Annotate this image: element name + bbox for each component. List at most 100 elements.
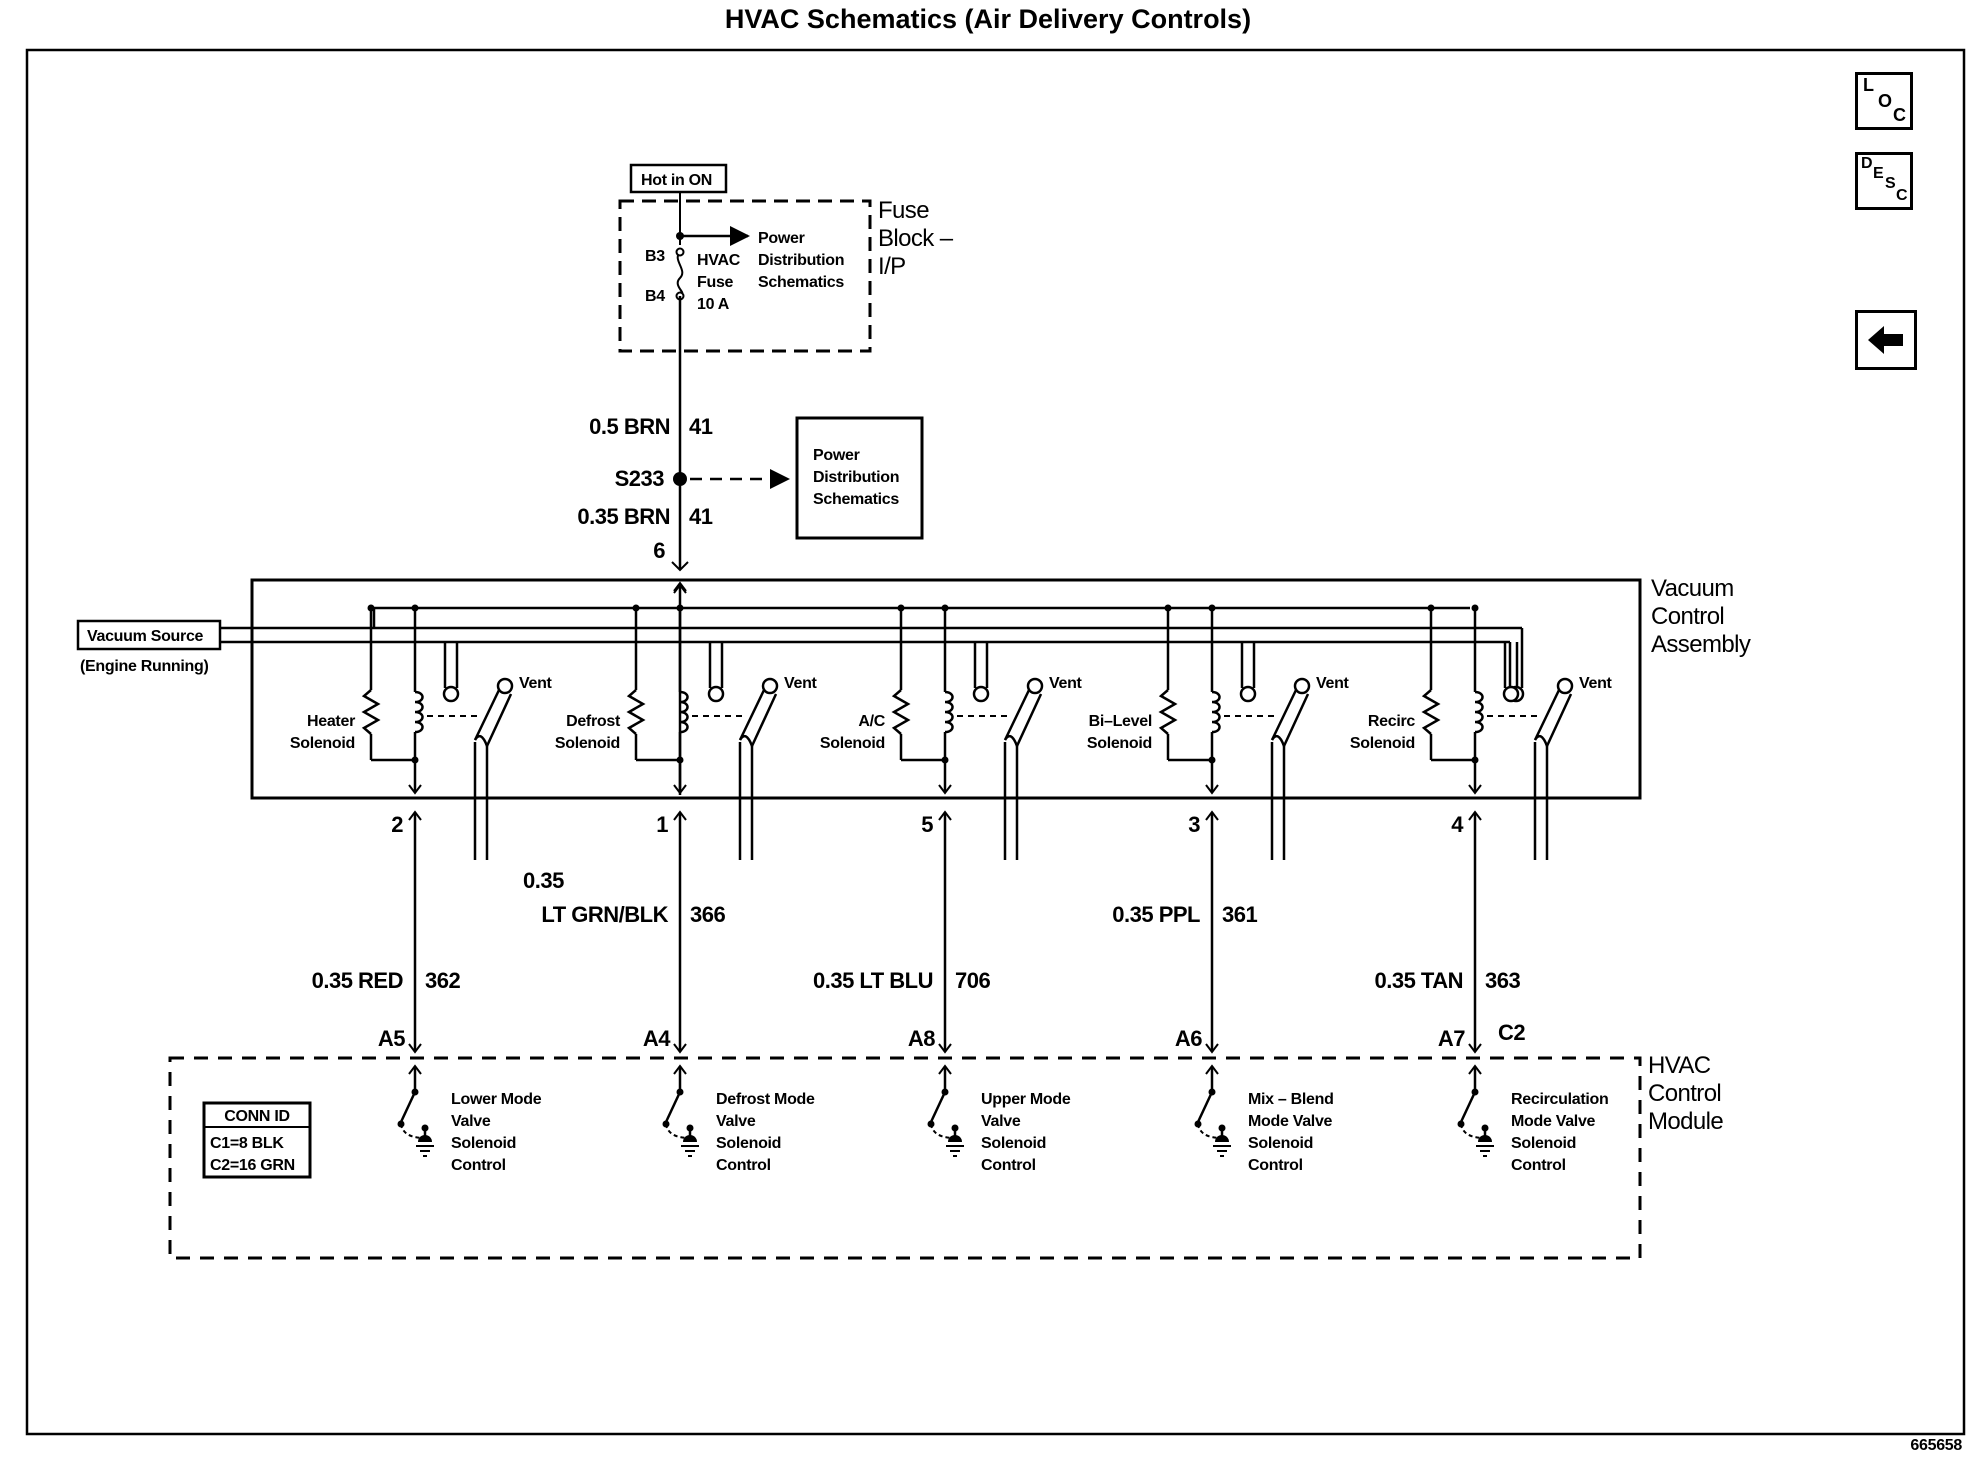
circuit-number: 706 (955, 968, 990, 993)
solenoid-label: Solenoid (555, 735, 620, 752)
circuit-number: 41 (689, 414, 713, 439)
solenoid-label: Solenoid (290, 735, 355, 752)
terminal-b4: B4 (645, 288, 665, 305)
power-distribution-box-text: Schematics (813, 491, 899, 508)
vacuum-source-note: (Engine Running) (80, 658, 209, 675)
vacuum-source-box (76, 619, 222, 651)
desc-button[interactable]: D E S C (1855, 152, 1913, 210)
valve-pivot (738, 734, 754, 747)
connector-pin: 2 (391, 812, 403, 837)
pin-arrow (673, 784, 687, 795)
solenoid-label: Bi–Level (1089, 713, 1152, 730)
circuit-number: 41 (689, 504, 713, 529)
fuse-block-name: I/P (878, 253, 906, 280)
circuit-number: 363 (1485, 968, 1520, 993)
control-label: Control (1511, 1157, 1566, 1174)
back-button[interactable] (1855, 310, 1917, 370)
solenoid-label: Recirc (1368, 713, 1416, 730)
image-number: 665658 (1910, 1437, 1962, 1454)
control-label: Valve (981, 1113, 1021, 1130)
fuse-symbol (676, 251, 684, 295)
valve-arm (485, 693, 513, 747)
loc-button[interactable]: L O C (1855, 72, 1913, 130)
connector-pin: 3 (1188, 812, 1200, 837)
valve-arm (473, 689, 501, 741)
vacuum-control-assembly: Vacuum Control Assembly Vacuum Source (E… (76, 575, 1751, 800)
solenoid-label: Defrost (566, 713, 621, 730)
circuit-number: 366 (690, 902, 725, 927)
connector-id-title: CONN ID (224, 1108, 289, 1125)
valve-pivot (1003, 734, 1019, 747)
terminal-arrow (408, 1043, 422, 1054)
vacuum-port-circle (972, 685, 990, 703)
power-distribution-box-text: Power (813, 447, 860, 464)
valve-arm (1003, 689, 1031, 741)
power-distribution-text: Distribution (758, 252, 844, 269)
solenoid-label: Solenoid (1350, 735, 1415, 752)
wire-color-label: 0.35 PPL (1112, 902, 1200, 927)
valve-pivot (1270, 734, 1286, 747)
fuse-block-name: Block – (878, 225, 954, 252)
valve-pivot (1533, 734, 1549, 747)
fuse-label: Fuse (697, 274, 734, 291)
switch-arm (1196, 1091, 1214, 1123)
switch-link (1197, 1123, 1223, 1139)
hvac-control-module: HVAC Control Module CONN ID C1=8 BLK C2=… (168, 1020, 1724, 1260)
coil-symbol (1474, 690, 1484, 734)
hvac-module-name: Module (1648, 1108, 1723, 1135)
ground-symbol (1478, 1135, 1492, 1142)
ground-symbol (418, 1135, 432, 1142)
control-label: Solenoid (1248, 1135, 1313, 1152)
control-label: Control (981, 1157, 1036, 1174)
ground-symbol (948, 1135, 962, 1142)
desc-letter: C (1896, 187, 1908, 204)
switch-arm (1459, 1091, 1477, 1123)
ground-symbol (683, 1135, 697, 1142)
wire-color-label: 0.35 BRN (577, 504, 670, 529)
coil-symbol (944, 690, 954, 734)
control-label: Control (451, 1157, 506, 1174)
connector-id-c1: C1=8 BLK (210, 1135, 284, 1152)
connector-pin: 5 (921, 812, 933, 837)
vent-label: Vent (1579, 675, 1613, 692)
vent-label: Vent (1049, 675, 1083, 692)
power-distribution-box (795, 416, 924, 540)
vacuum-assembly-name: Control (1651, 603, 1724, 630)
terminal-arrow (938, 1043, 952, 1054)
vent-port (1026, 677, 1044, 695)
fuse-label: HVAC (697, 252, 741, 269)
terminal-arrow (1468, 1043, 1482, 1054)
control-label: Solenoid (1511, 1135, 1576, 1152)
control-label: Control (716, 1157, 771, 1174)
ground-symbol (1215, 1135, 1229, 1142)
control-label: Valve (451, 1113, 491, 1130)
wire-color-label: 0.5 BRN (589, 414, 670, 439)
valve-arm (1015, 693, 1043, 747)
loc-letter: C (1893, 105, 1906, 125)
switch-arm (929, 1091, 947, 1123)
splice-label: S233 (615, 466, 665, 491)
control-label: Mode Valve (1511, 1113, 1596, 1130)
coil-symbol (679, 690, 689, 734)
terminal-b3: B3 (645, 248, 665, 265)
circuit-number: 361 (1222, 902, 1257, 927)
vacuum-assembly-outline (250, 578, 1642, 800)
connector-pin: 6 (653, 538, 665, 563)
page-title: HVAC Schematics (Air Delivery Controls) (724, 4, 1252, 34)
control-label: Recirculation (1511, 1091, 1608, 1108)
wire-color-label: 0.35 (523, 868, 564, 893)
control-label: Mode Valve (1248, 1113, 1333, 1130)
diode-symbol (361, 689, 381, 735)
switch-link (665, 1123, 691, 1139)
switch-link (1460, 1123, 1486, 1139)
solenoid-label: Solenoid (820, 735, 885, 752)
vacuum-assembly-name: Assembly (1651, 631, 1751, 658)
vacuum-assembly-name: Vacuum (1651, 575, 1734, 602)
